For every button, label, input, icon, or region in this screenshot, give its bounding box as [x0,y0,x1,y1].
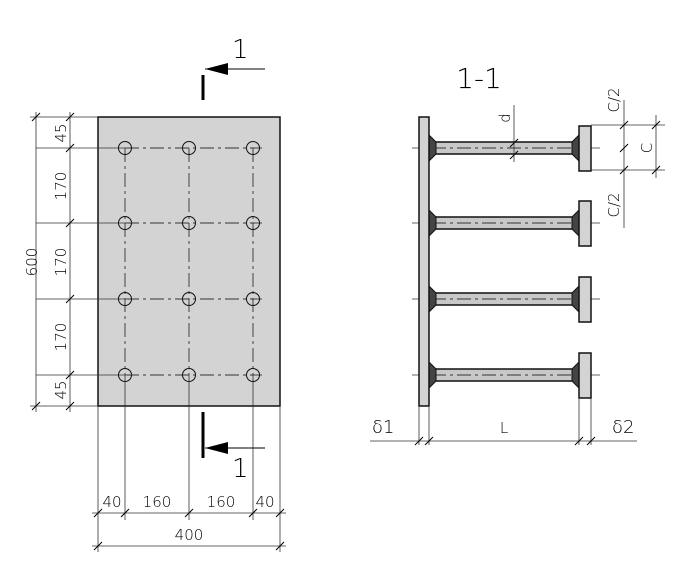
weld [428,360,437,390]
weld [428,133,437,163]
weld [571,360,580,390]
label-c-half-top: C/2 [605,87,623,112]
bolt-hole [246,368,260,382]
bolt-hole [182,141,196,155]
dim-45-top: 45 [52,123,70,142]
anchor-head [578,352,592,399]
dim-160-2: 160 [207,493,236,511]
dim-400: 400 [175,526,204,544]
weld [428,208,437,238]
dim-160-1: 160 [143,493,172,511]
bolt-hole [118,216,132,230]
dim-170-2: 170 [52,248,70,277]
label-d: d [496,113,514,123]
section-mark-top: 1 [232,35,249,65]
label-length: L [500,419,508,437]
bolt-hole [246,141,260,155]
bolt-hole [246,292,260,306]
bolt-hole [118,141,132,155]
label-c: C [638,143,656,153]
label-delta1: δ1 [372,417,394,438]
plan-view: 600 45 170 170 170 45 40 160 160 40 400 … [23,35,286,552]
bolt-hole [118,368,132,382]
embedded-plate [418,116,430,407]
weld [571,284,580,314]
label-c-half-bottom: C/2 [605,192,623,217]
label-delta2: δ2 [612,417,634,438]
weld [571,208,580,238]
section-title: 1-1 [456,62,502,95]
dim-40-right: 40 [255,493,274,511]
anchor-head [578,125,592,172]
bolt-hole [118,292,132,306]
anchor-head [578,200,592,247]
bolt-hole [182,216,196,230]
bolt-hole [182,368,196,382]
bolt-hole [182,292,196,306]
dim-600: 600 [23,248,41,277]
weld [428,284,437,314]
section-view: 1-1 d C/2 C C/2 δ1 L δ2 [370,62,665,446]
dim-170-1: 170 [52,172,70,201]
section-mark-bottom: 1 [232,454,249,484]
dim-45-bottom: 45 [52,380,70,399]
dim-170-3: 170 [52,323,70,352]
weld [571,133,580,163]
anchor-head [578,276,592,323]
dim-40-left: 40 [102,493,121,511]
bolt-hole [246,216,260,230]
